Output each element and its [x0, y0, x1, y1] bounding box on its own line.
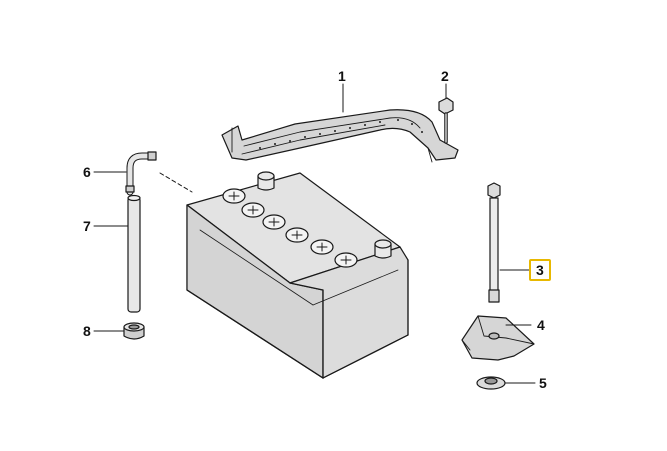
callout-6[interactable]: 6	[83, 164, 91, 180]
leader-lines	[93, 83, 536, 384]
washer[interactable]	[476, 376, 506, 390]
grommet[interactable]	[123, 322, 145, 340]
callout-1[interactable]: 1	[338, 68, 346, 84]
vent-elbow[interactable]	[125, 151, 157, 196]
battery-terminals	[257, 171, 392, 259]
callout-5[interactable]: 5	[539, 375, 547, 391]
callout-4[interactable]: 4	[537, 317, 545, 333]
retaining-plate[interactable]	[461, 315, 535, 361]
battery-hold-down-bracket[interactable]	[221, 109, 459, 163]
callout-2[interactable]: 2	[441, 68, 449, 84]
callout-8[interactable]: 8	[83, 323, 91, 339]
callout-3-selected[interactable]: 3	[529, 259, 551, 281]
vent-tube[interactable]	[127, 194, 141, 313]
bolt[interactable]	[438, 97, 454, 144]
stud-bolt[interactable]	[487, 182, 501, 303]
battery[interactable]	[186, 171, 409, 379]
callout-7[interactable]: 7	[83, 218, 91, 234]
